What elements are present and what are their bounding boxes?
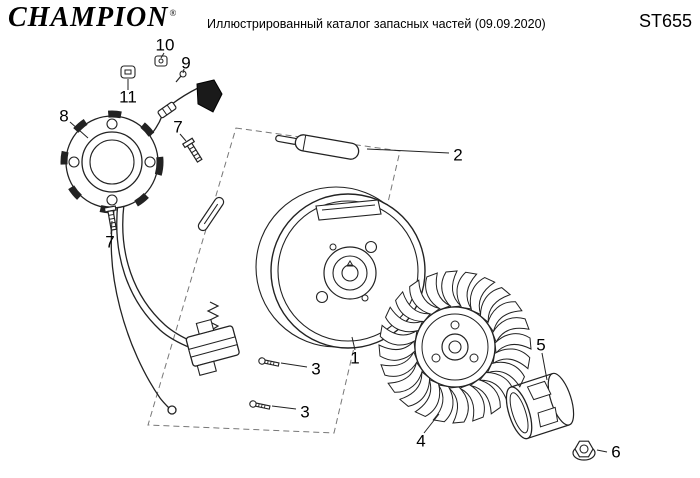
leader-lines <box>69 52 608 453</box>
wire-harness <box>110 87 199 415</box>
screw-part-9 <box>175 70 187 83</box>
screw-part-3b <box>248 399 271 412</box>
callout-4: 4 <box>416 431 426 451</box>
callout-2: 2 <box>453 145 463 165</box>
spark-plug-cap <box>196 79 223 113</box>
model-code: ST655 <box>638 11 692 31</box>
screw-part-3a <box>257 356 280 369</box>
callout-6: 6 <box>611 442 621 462</box>
clip-part-10 <box>154 55 168 67</box>
callout-5: 5 <box>536 335 546 355</box>
bracket-strip <box>197 196 225 232</box>
screw-part-7a <box>182 137 205 165</box>
callout-7a: 7 <box>173 117 183 137</box>
callout-11: 11 <box>119 87 137 107</box>
ignition-coil <box>185 301 240 377</box>
callout-10: 10 <box>155 35 175 55</box>
fan-wheel <box>377 269 533 425</box>
registered-mark: ® <box>169 7 178 18</box>
wire-connector <box>157 101 177 119</box>
grommet-part-11 <box>120 65 136 79</box>
callout-7b: 7 <box>105 232 115 252</box>
champion-logo: CHAMPION® <box>8 2 177 34</box>
callout-8: 8 <box>59 106 69 126</box>
catalog-title: Иллюстрированный каталог запасных частей… <box>207 17 546 31</box>
flange-nut <box>572 440 596 461</box>
callout-1: 1 <box>350 348 360 368</box>
callout-3b: 3 <box>300 402 310 422</box>
logo-text: CHAMPION <box>8 2 169 33</box>
flywheel <box>270 193 426 349</box>
pin-handle <box>275 134 360 160</box>
stator-plate <box>60 110 164 214</box>
starter-cup <box>505 372 575 440</box>
callout-3a: 3 <box>311 359 321 379</box>
callout-9: 9 <box>181 53 191 73</box>
